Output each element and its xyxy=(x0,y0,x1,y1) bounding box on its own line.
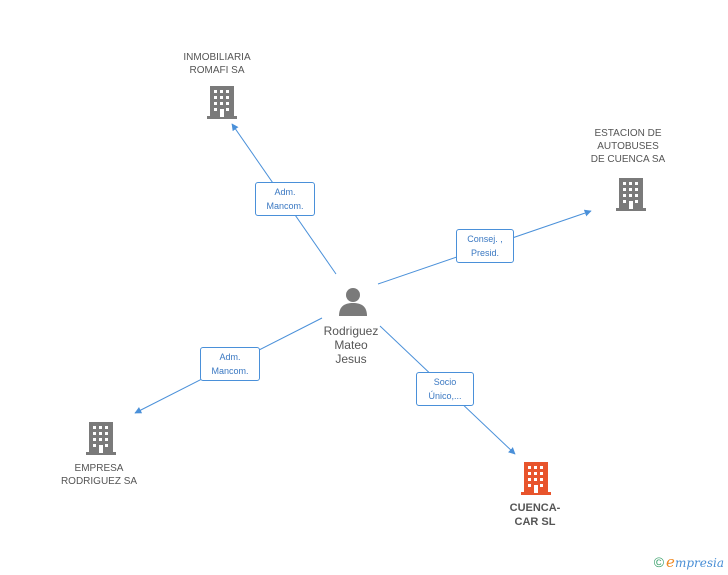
node-label-inmobiliaria[interactable]: INMOBILIARIA ROMAFI SA xyxy=(183,52,251,76)
building-icon[interactable] xyxy=(521,462,551,495)
building-icon[interactable] xyxy=(207,86,237,119)
edge-label-cuenca[interactable]: Socio Único,... xyxy=(416,372,474,406)
brand-logo-text: mpresia xyxy=(674,556,724,570)
node-label-empresa[interactable]: EMPRESA RODRIGUEZ SA xyxy=(60,463,138,487)
person-icon[interactable] xyxy=(339,288,367,316)
copyright-icon: © xyxy=(653,554,665,570)
edge-label-empresa[interactable]: Adm. Mancom. xyxy=(200,347,260,381)
node-label-person[interactable]: Rodriguez Mateo Jesus xyxy=(323,324,379,366)
building-icon[interactable] xyxy=(86,422,116,455)
edge-label-estacion[interactable]: Consej. , Presid. xyxy=(456,229,514,263)
node-label-estacion[interactable]: ESTACION DE AUTOBUSES DE CUENCA SA xyxy=(590,128,666,165)
edge-label-inmobiliaria[interactable]: Adm. Mancom. xyxy=(255,182,315,216)
building-icon[interactable] xyxy=(616,178,646,211)
node-label-cuenca[interactable]: CUENCA- CAR SL xyxy=(509,502,561,528)
brand-logo-initial: e xyxy=(666,553,675,571)
brand-footer: ©empresia xyxy=(654,553,724,571)
